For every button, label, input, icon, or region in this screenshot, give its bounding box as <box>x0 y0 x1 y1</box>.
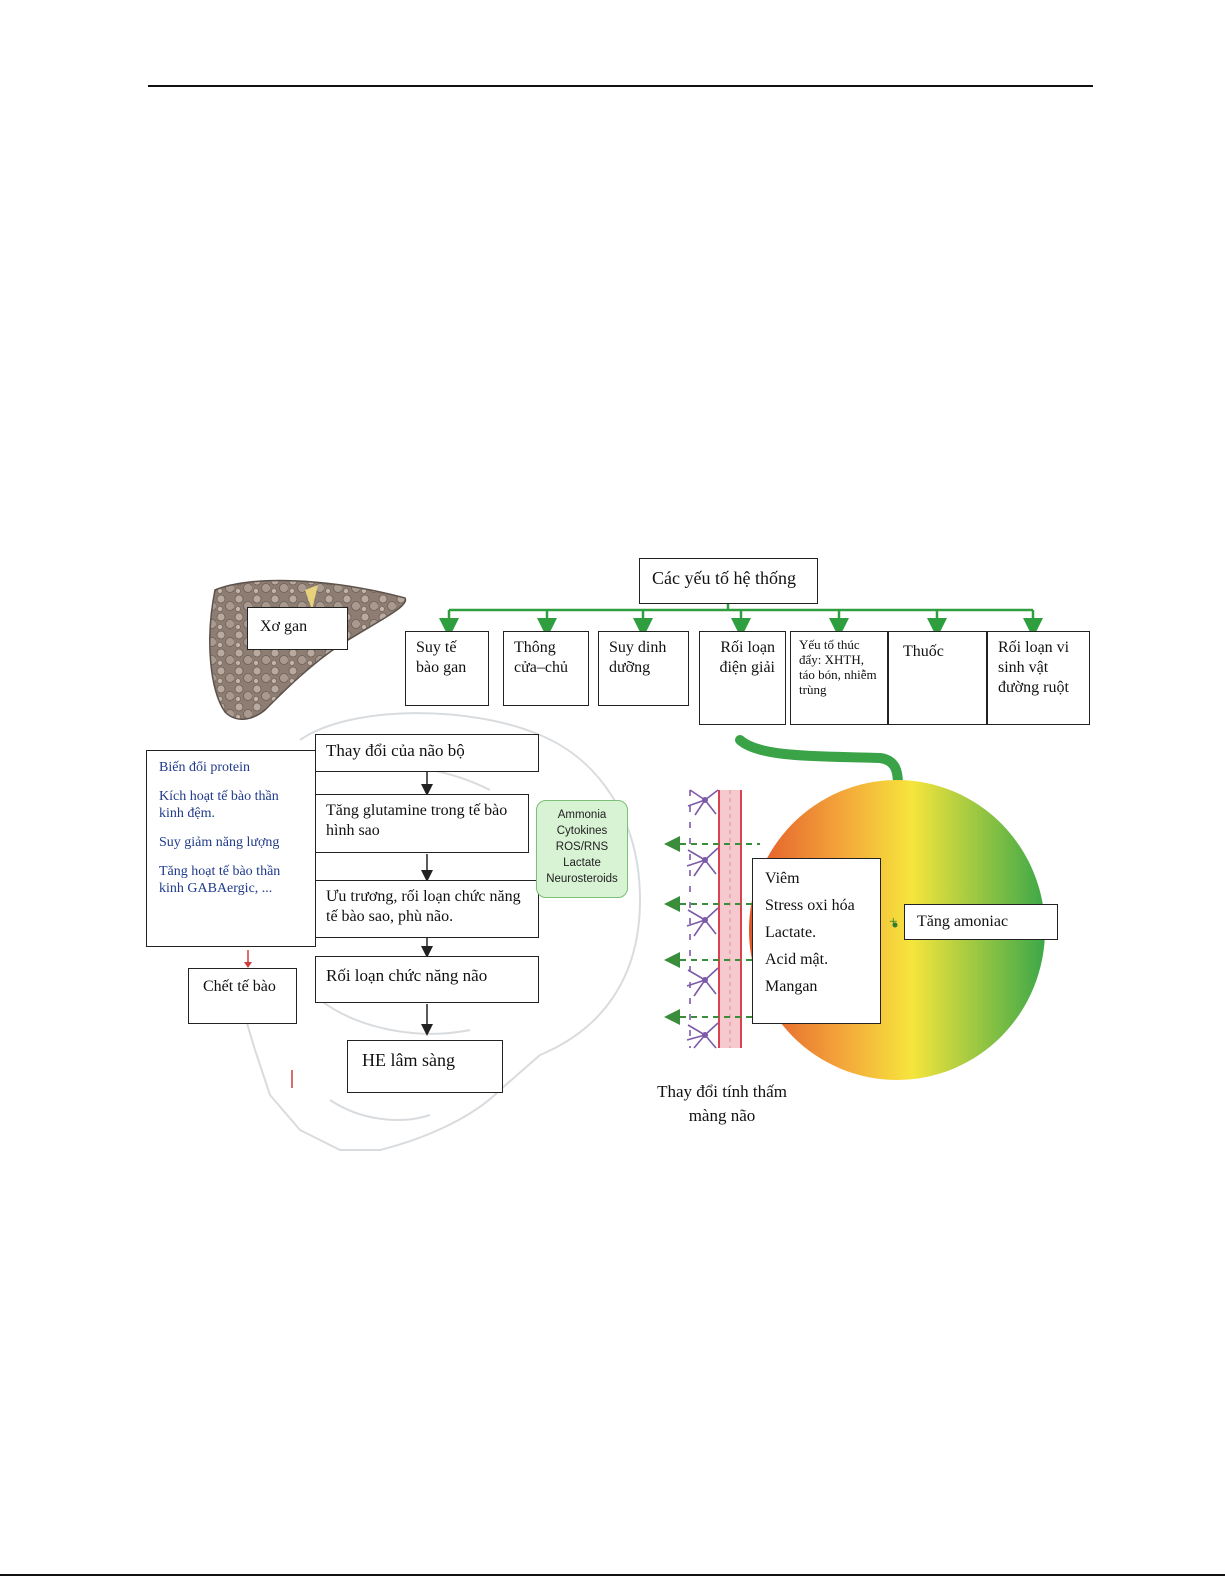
step-astrocyte-swelling: Ưu trương, rối loạn chức năng tế bào sao… <box>315 880 539 938</box>
step-glutamine-increase: Tăng glutamine trong tế bào hình sao <box>315 794 529 853</box>
list-item: Kích hoạt tế bào thần kinh đệm. <box>159 789 279 821</box>
bottom-rule <box>0 1574 1225 1576</box>
list-item: Acid mật. <box>765 951 829 968</box>
list-item: Lactate. <box>765 924 817 941</box>
systemic-factors-title: Các yếu tố hệ thống <box>639 558 818 604</box>
liver-label: Xơ gan <box>247 607 348 650</box>
factor-electrolyte-disorder: Rối loạn điện giải <box>699 631 786 725</box>
list-item: Stress oxi hóa <box>765 897 855 914</box>
mediator-item: Lactate <box>563 857 601 869</box>
systemic-arrow <box>735 735 903 790</box>
list-item: Tăng hoạt tế bào thần kinh GABAergic, ..… <box>159 864 281 896</box>
factor-hepatocyte-failure: Suy tế bào gan <box>405 631 489 706</box>
list-item: Mangan <box>765 978 818 995</box>
systemic-list: Viêm Stress oxi hóa Lactate. Acid mật. M… <box>752 858 881 1024</box>
step-clinical-he: HE lâm sàng <box>347 1040 503 1093</box>
factor-precipitating: Yếu tố thúc đẩy: XHTH, táo bón, nhiễm tr… <box>790 631 888 725</box>
mediator-item: ROS/RNS <box>555 841 609 853</box>
bbb-caption: Thay đổi tính thấm màng não <box>657 1082 787 1125</box>
mediators-box: Ammonia Cytokines ROS/RNS Lactate Neuros… <box>536 800 628 898</box>
list-item: Viêm <box>765 870 800 887</box>
bbb-membrane <box>686 789 742 1049</box>
factor-gut-microbiota: Rối loạn vi sinh vật đường ruột <box>987 631 1090 725</box>
plus-sign: + <box>889 914 898 930</box>
factor-malnutrition: Suy dinh dưỡng <box>598 631 689 706</box>
cell-death-box: Chết tế bào <box>188 968 297 1024</box>
ammonia-increase-box: Tăng amoniac <box>904 904 1058 940</box>
list-item: Biến đổi protein <box>159 760 250 775</box>
top-rule <box>148 85 1093 87</box>
factor-portosystemic-shunt: Thông cửa–chủ <box>503 631 589 706</box>
list-item: Suy giảm năng lượng <box>159 835 280 850</box>
mediator-item: Ammonia <box>557 809 607 821</box>
factor-drugs: Thuốc <box>888 631 987 725</box>
step-brain-changes: Thay đổi của não bộ <box>315 734 539 772</box>
mediator-item: Cytokines <box>556 825 608 837</box>
brain-changes-list: Biến đổi protein Kích hoạt tế bào thần k… <box>146 750 316 947</box>
step-brain-dysfunction: Rối loạn chức năng não <box>315 956 539 1003</box>
mediator-item: Neurosteroids <box>546 873 618 885</box>
